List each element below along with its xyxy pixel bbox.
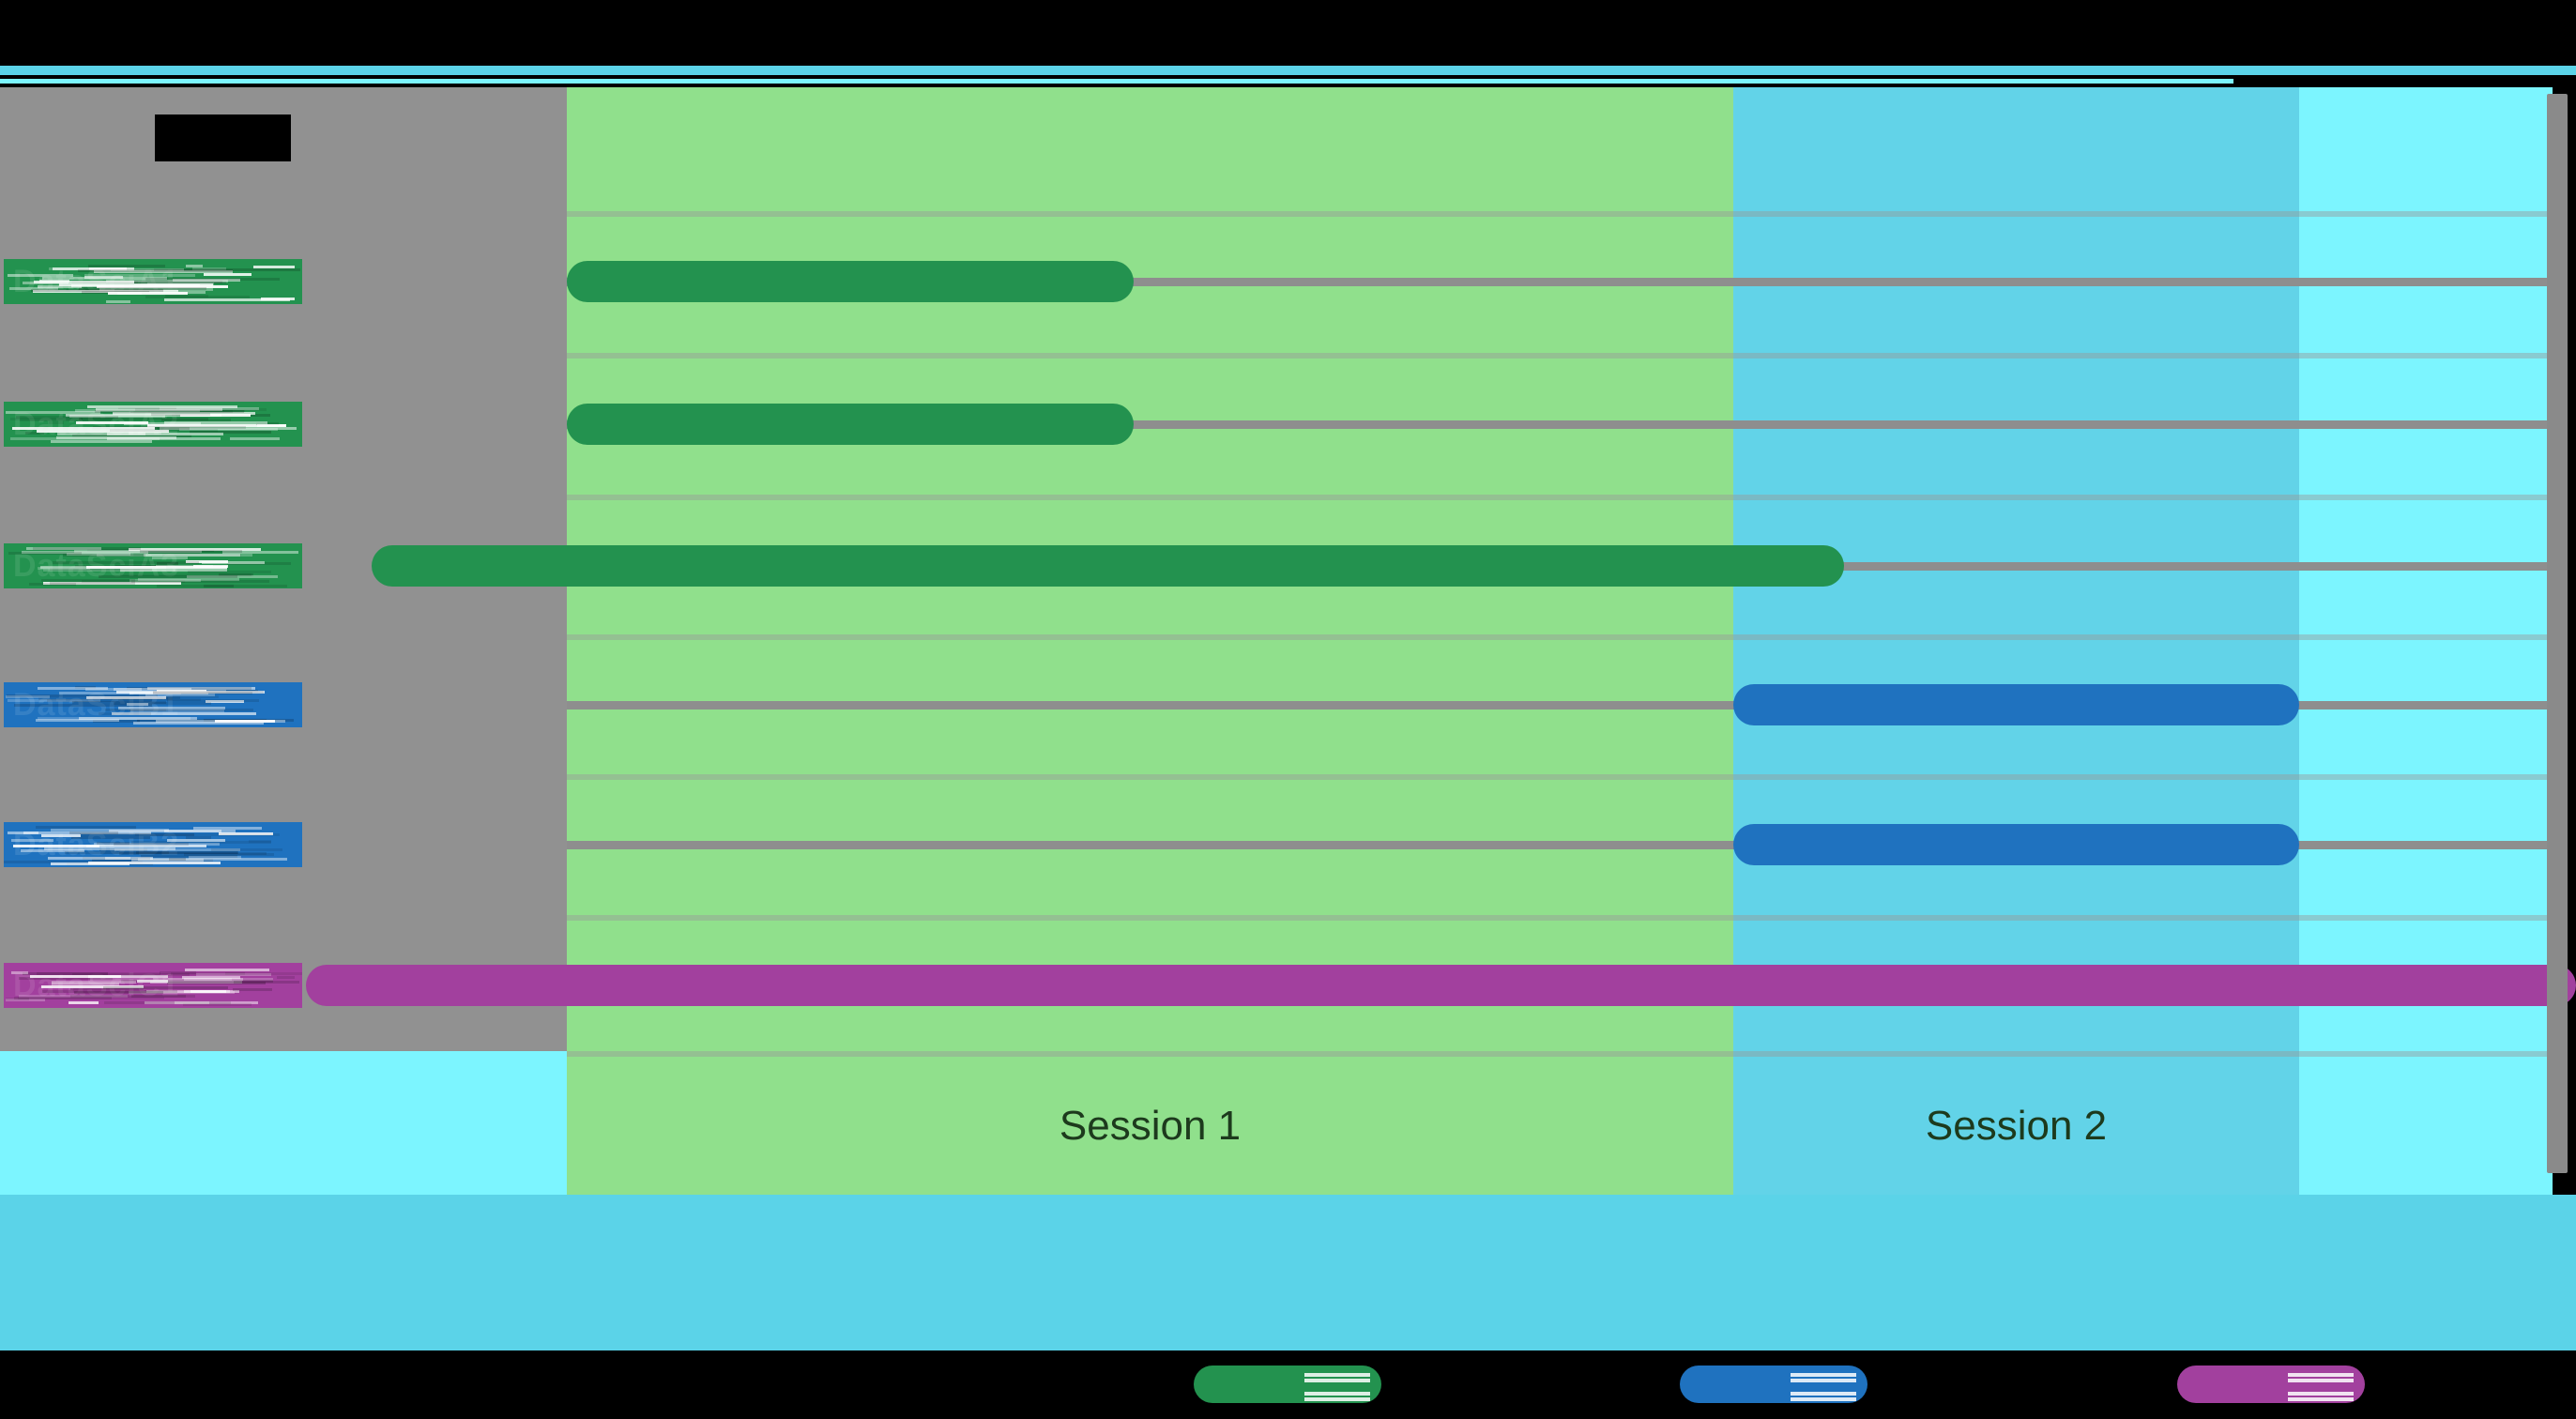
row-separator-6 xyxy=(567,1051,2553,1057)
label-obfuscation-overlay xyxy=(4,259,302,304)
session-band-2-caption: Session 2 xyxy=(1925,1103,2108,1149)
legend-item-0[interactable] xyxy=(1194,1366,1588,1403)
group-a-swatch xyxy=(1194,1366,1381,1403)
vertical-scrollbar[interactable] xyxy=(2547,94,2568,1173)
label-obfuscation-overlay xyxy=(4,543,302,588)
task-bar-datascia1[interactable] xyxy=(567,261,1134,302)
session-band-1 xyxy=(567,87,1733,1195)
session-band-1-caption: Session 1 xyxy=(1059,1103,1242,1149)
task-bar-datascic1[interactable] xyxy=(306,965,2576,1006)
legend-strip-background xyxy=(0,1195,2576,1350)
task-bar-datascib2[interactable] xyxy=(1733,824,2299,865)
label-obfuscation-overlay xyxy=(4,682,302,727)
row-separator-3 xyxy=(567,634,2553,640)
row-separator-0 xyxy=(567,211,2553,217)
top-accent-rule xyxy=(0,66,2576,75)
group-c-swatch xyxy=(2177,1366,2365,1403)
chart-title-redacted xyxy=(155,114,291,161)
legend-item-2[interactable] xyxy=(2177,1366,2571,1403)
task-label-datascic1[interactable]: DataSciC1 xyxy=(4,963,302,1008)
task-label-text: DataSciC1 xyxy=(13,968,180,1003)
task-label-datascia1[interactable]: DataSciA1 xyxy=(4,259,302,304)
row-separator-4 xyxy=(567,774,2553,780)
gridline-row-1 xyxy=(567,420,2553,429)
row-separator-2 xyxy=(567,495,2553,500)
task-label-datascib1[interactable]: DataSciB1 xyxy=(4,682,302,727)
label-obfuscation-overlay xyxy=(4,822,302,867)
label-obfuscation-overlay xyxy=(4,963,302,1008)
legend-item-1[interactable] xyxy=(1680,1366,2074,1403)
label-obfuscation-overlay xyxy=(4,402,302,447)
top-accent-rule-secondary xyxy=(0,79,2233,84)
gridline-row-0 xyxy=(567,278,2553,286)
session-band-2 xyxy=(1733,87,2299,1195)
session-band-3 xyxy=(2299,87,2553,1195)
row-separator-1 xyxy=(567,353,2553,359)
task-bar-datascib1[interactable] xyxy=(1733,684,2299,725)
task-bar-datascia2[interactable] xyxy=(567,404,1134,445)
task-label-datascib2[interactable]: DataSciB2 xyxy=(4,822,302,867)
task-label-datascia3[interactable]: DataSciA3 xyxy=(4,543,302,588)
gridline-row-3 xyxy=(567,701,2553,710)
group-b-swatch xyxy=(1680,1366,1867,1403)
gridline-row-4 xyxy=(567,841,2553,849)
label-column-footer xyxy=(0,1051,567,1195)
task-bar-datascia3[interactable] xyxy=(372,545,1844,587)
task-label-datascia2[interactable]: DataSciA2 xyxy=(4,402,302,447)
row-separator-5 xyxy=(567,915,2553,921)
